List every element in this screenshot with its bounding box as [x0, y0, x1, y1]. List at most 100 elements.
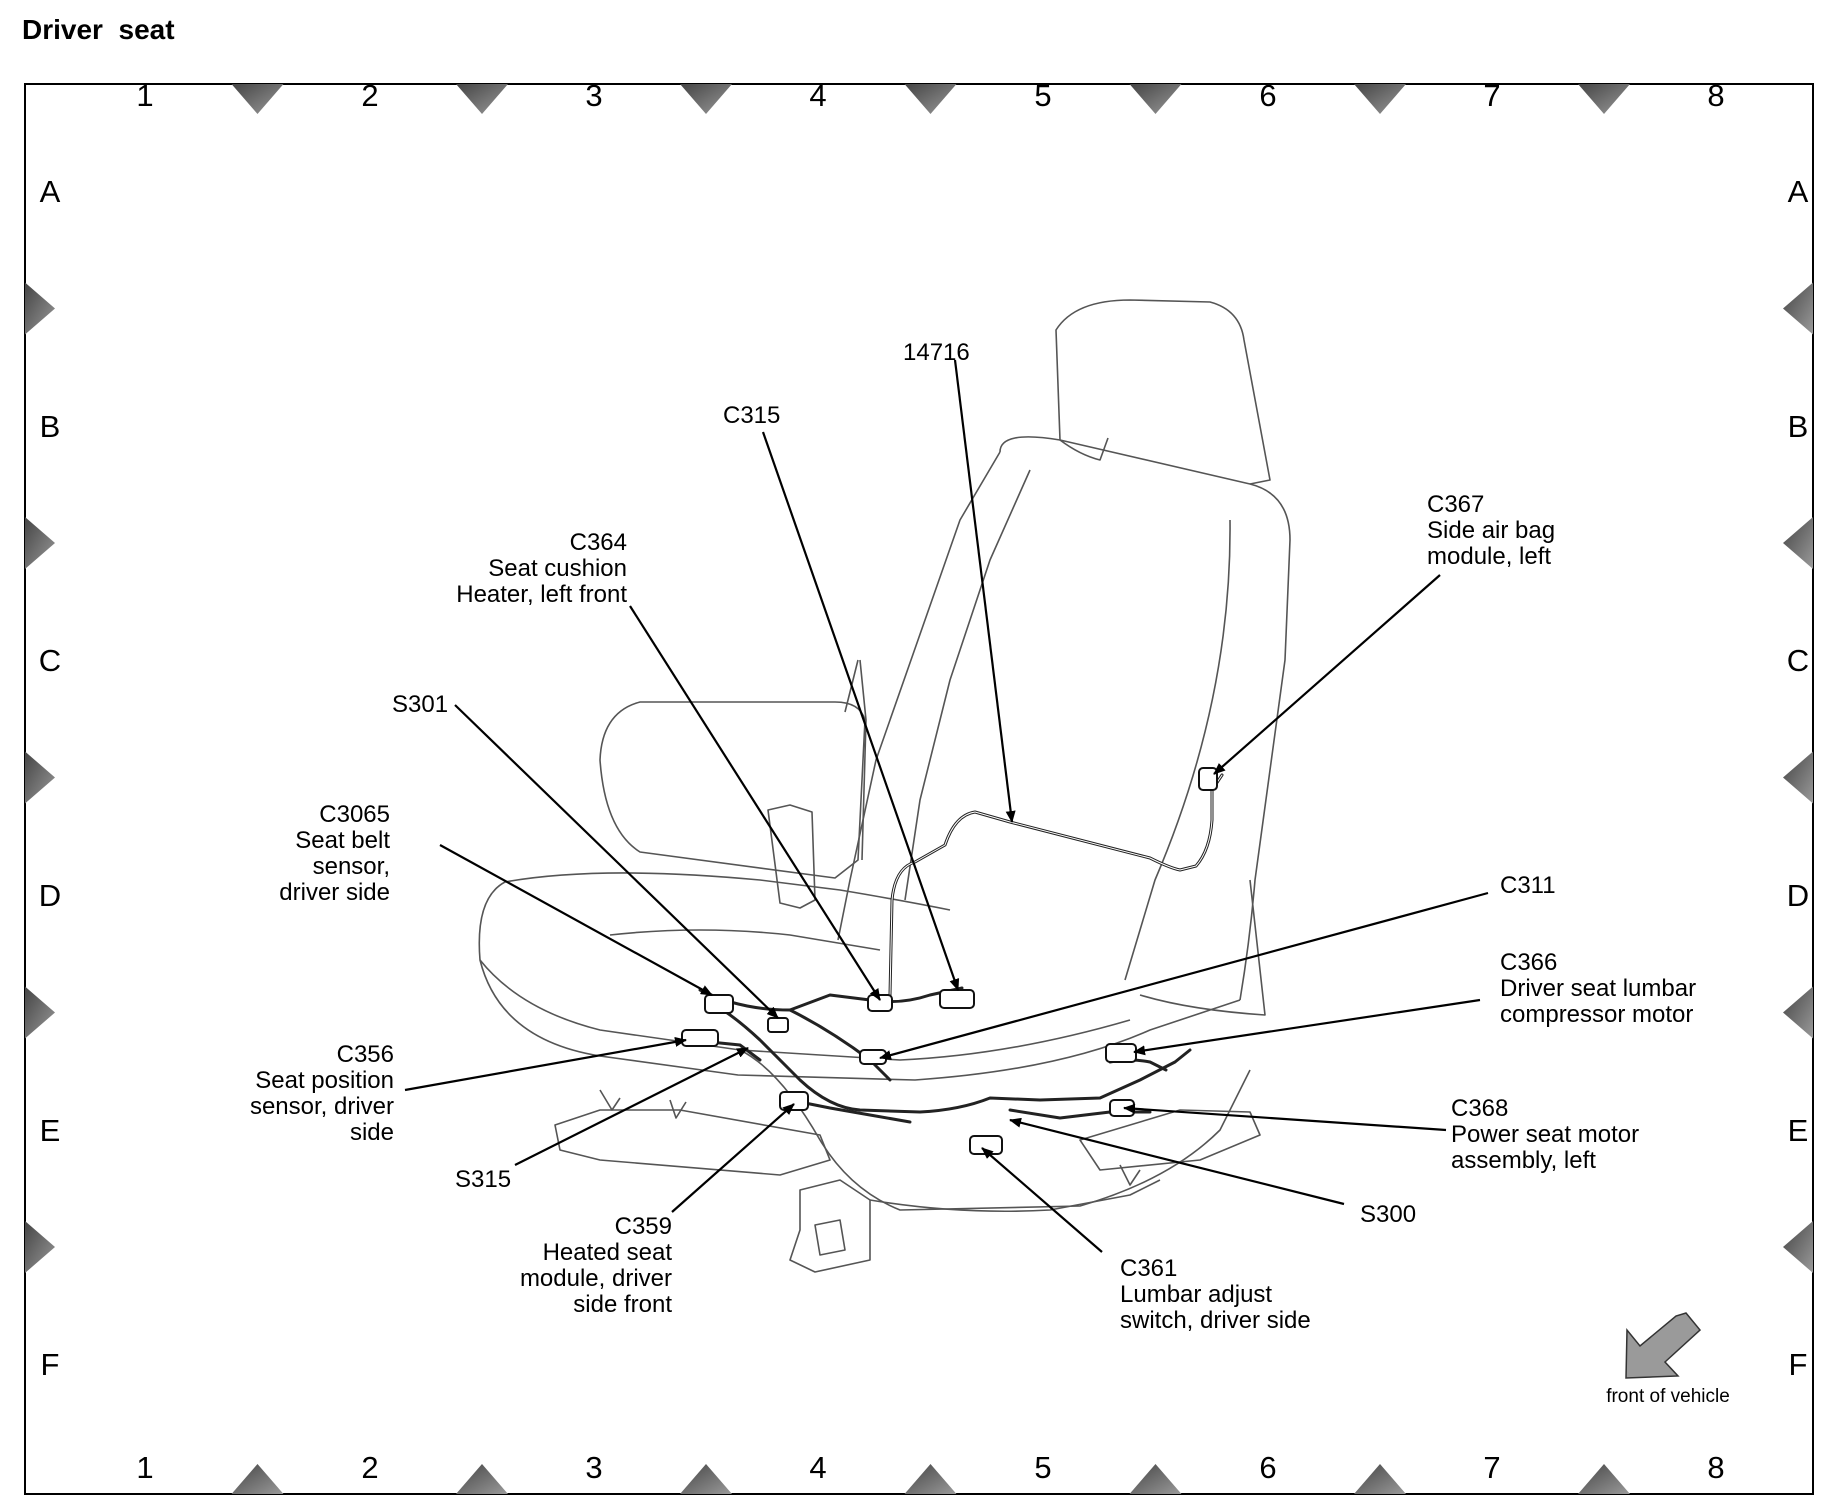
connector-s301 — [767, 1017, 789, 1033]
grid-divider-marker-bottom — [1578, 1464, 1630, 1494]
headrest-outline — [1055, 299, 1271, 485]
callout-s300: S300 — [1360, 1201, 1416, 1228]
grid-divider-marker-left — [25, 517, 55, 569]
callout-line: S300 — [1360, 1201, 1416, 1228]
grid-column-label-top: 5 — [1034, 78, 1051, 113]
grid-column-label-top: 6 — [1259, 78, 1276, 113]
wiring-harness — [688, 773, 1224, 1124]
grid-row-label-right: D — [1787, 878, 1809, 913]
leader-c366 — [1133, 998, 1481, 1056]
grid-column-label-bottom: 8 — [1707, 1450, 1724, 1485]
leader-s301 — [454, 704, 779, 1019]
cushion-top-edge — [504, 872, 951, 911]
grid-divider-marker-left — [25, 282, 55, 335]
callout-line: sensor, driver — [250, 1093, 394, 1120]
connector-c3065 — [704, 994, 734, 1014]
callout-line: switch, driver side — [1120, 1307, 1311, 1334]
callout-line: Seat cushion — [488, 555, 627, 582]
callout-line: Seat position — [255, 1067, 394, 1094]
harness-14716-loom-inner — [889, 774, 1223, 996]
grid-column-label-top: 7 — [1483, 78, 1500, 113]
callout-line: Power seat motor — [1451, 1121, 1639, 1148]
diagram-frame — [24, 83, 1814, 1495]
grid-row-label-left: B — [40, 409, 61, 444]
grid-divider-marker-right — [1783, 986, 1813, 1039]
seat-back-left-edge — [837, 451, 1001, 941]
grid-divider-marker-top — [1354, 84, 1406, 114]
seat-track-rail — [869, 1179, 1161, 1213]
cushion-outline — [478, 881, 1241, 1081]
callout-line: C315 — [723, 402, 780, 429]
connector-c366 — [1105, 1043, 1137, 1063]
connector-c364 — [867, 994, 893, 1012]
grid-divider-marker-top — [1129, 84, 1182, 114]
harness-branch-c359 — [788, 1098, 912, 1124]
callout-line: S315 — [455, 1166, 511, 1193]
grid-column-label-bottom: 5 — [1034, 1450, 1051, 1485]
leader-c364 — [629, 605, 881, 1001]
grid-divider-marker-top — [456, 84, 508, 114]
seat-back-inner — [904, 469, 1031, 901]
connector-c356 — [681, 1029, 719, 1047]
grid-column-label-top: 8 — [1707, 78, 1724, 113]
grid-divider-marker-left — [25, 1221, 55, 1273]
grid-row-label-left: F — [41, 1347, 60, 1382]
armrest-outline — [599, 701, 866, 879]
grid-column-label-bottom: 1 — [136, 1450, 153, 1485]
callout-line: module, left — [1427, 543, 1551, 570]
seat-track-left — [554, 1109, 831, 1176]
cushion-side — [479, 959, 1131, 1061]
grid-divider-marker-right — [1783, 1221, 1813, 1273]
grid-divider-marker-top — [231, 84, 284, 114]
leader-14716 — [953, 359, 1016, 823]
grid-divider-marker-left — [25, 751, 55, 804]
grid-row-label-right: F — [1789, 1347, 1808, 1382]
grid-divider-marker-right — [1783, 751, 1813, 804]
callout-line: Driver seat lumbar — [1500, 975, 1696, 1002]
grid-row-label-left: E — [40, 1113, 61, 1148]
grid-divider-marker-bottom — [904, 1464, 957, 1494]
front-of-vehicle-indicator: front of vehicle — [1606, 1312, 1730, 1407]
seat-belt-buckle — [767, 804, 816, 909]
callout-line: C311 — [1500, 872, 1556, 899]
grid-divider-marker-left — [25, 986, 55, 1039]
connector-c367 — [1198, 767, 1218, 791]
grid-row-label-left: A — [40, 174, 61, 209]
callout-line: C368 — [1451, 1095, 1508, 1122]
leader-c311 — [879, 891, 1489, 1060]
grid-divider-marker-bottom — [680, 1464, 732, 1494]
callout-line: Seat belt — [295, 827, 390, 854]
seat-track-right — [1079, 1109, 1261, 1171]
grid-column-label-top: 4 — [809, 78, 826, 113]
leader-s300 — [1009, 1117, 1345, 1206]
grid-row-label-right: A — [1788, 174, 1809, 209]
callout-line: 14716 — [903, 339, 970, 366]
seat-riser-mount — [814, 1219, 846, 1256]
grid-divider-marker-top — [904, 84, 957, 114]
harness-main-trunk — [704, 998, 1192, 1114]
leader-c368 — [1123, 1103, 1447, 1132]
callout-line: S301 — [392, 691, 448, 718]
leader-lines — [404, 359, 1489, 1253]
callout-line: C366 — [1500, 949, 1557, 976]
cushion-front — [739, 1049, 1251, 1211]
grid-divider-marker-right — [1783, 517, 1813, 569]
grid-column-label-bottom: 3 — [585, 1450, 602, 1485]
callout-line: sensor, — [313, 853, 390, 880]
connector-c315 — [939, 989, 975, 1009]
front-of-vehicle-label: front of vehicle — [1606, 1386, 1730, 1407]
grid-markers — [25, 84, 1813, 1494]
callout-line: driver side — [279, 879, 390, 906]
callout-line: assembly, left — [1451, 1147, 1596, 1174]
grid-column-label-bottom: 6 — [1259, 1450, 1276, 1485]
harness-branch-upper — [698, 986, 964, 1012]
grid-divider-marker-bottom — [456, 1464, 508, 1494]
callout-line: C367 — [1427, 491, 1484, 518]
callout-line: side front — [573, 1291, 672, 1318]
grid-row-label-left: D — [39, 878, 61, 913]
